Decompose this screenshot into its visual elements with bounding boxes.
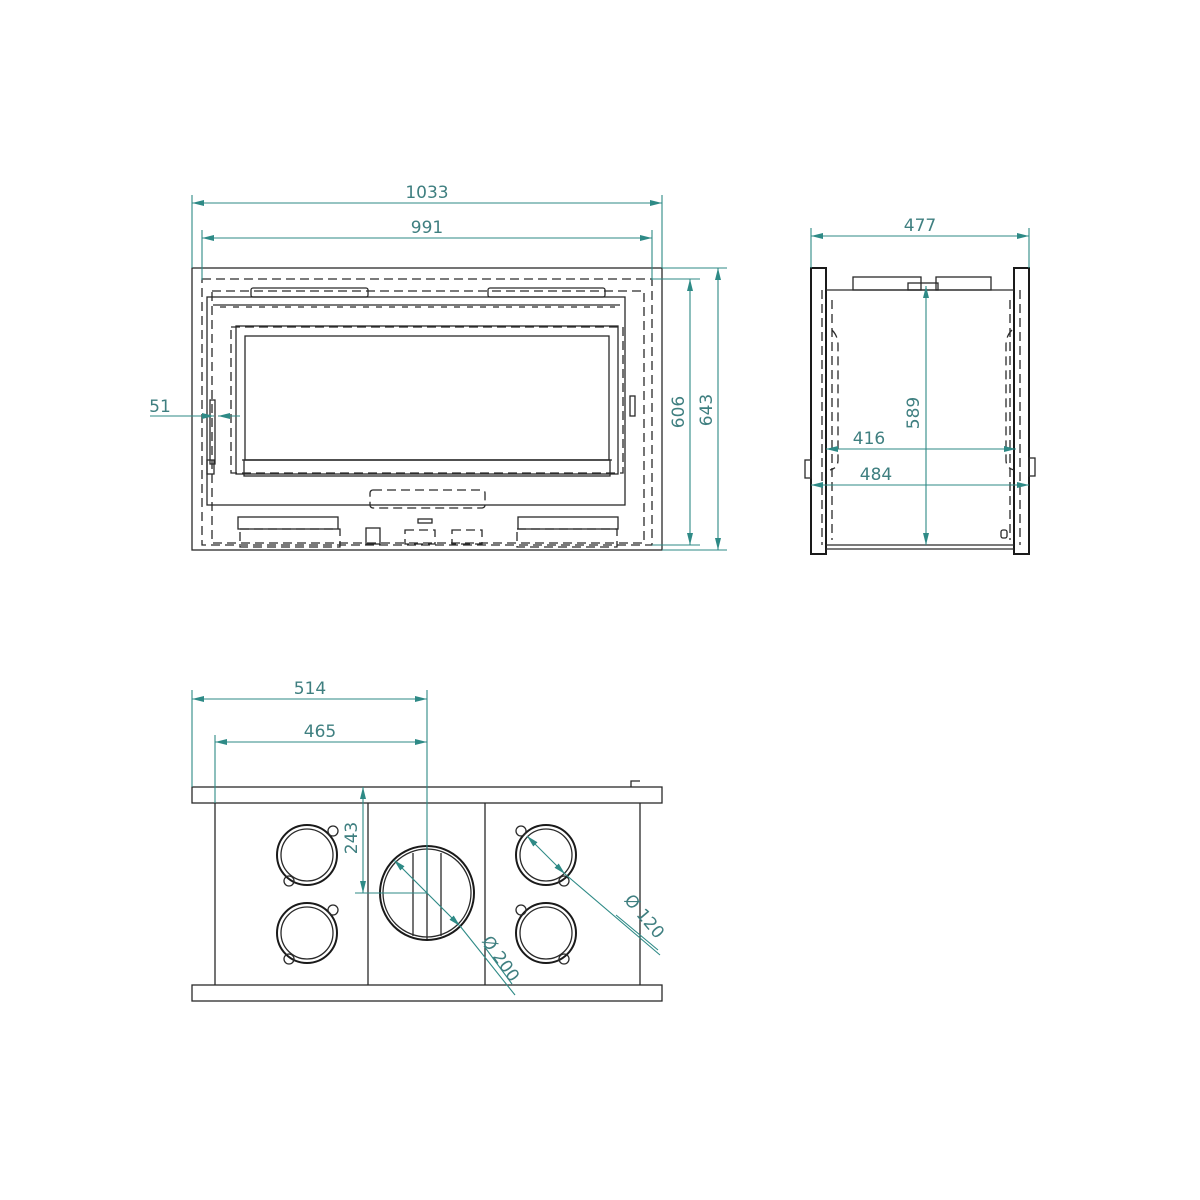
front-view (191, 267, 663, 551)
side-top-connector-right (935, 276, 992, 291)
aux-duct-bottom-right (515, 902, 577, 965)
top-slot-left (250, 287, 369, 298)
side-hidden-curve-left (829, 329, 839, 471)
duct-ear (515, 904, 527, 916)
side-left-flange (810, 267, 827, 555)
bottom-vent-left (237, 516, 339, 530)
dim-label-side-offset: 51 (149, 397, 171, 417)
duct-ear (515, 825, 527, 837)
duct-inner (519, 828, 573, 882)
dim-label-top-depth: 477 (904, 216, 936, 236)
dim-label-outlet-x-body: 465 (304, 722, 336, 742)
top-rear-flange (191, 984, 663, 1002)
bottom-hidden-2 (451, 529, 483, 545)
front-hidden-inner (211, 290, 645, 544)
duct-ring (276, 824, 338, 886)
dim-label-outlet-y: 243 (342, 822, 362, 854)
top-dimensions: 514 465 243 Ø 200 Ø 120 (191, 679, 668, 996)
dim-label-overall-depth: 484 (860, 465, 892, 485)
duct-ear (327, 904, 339, 916)
bottom-hidden-1 (404, 529, 436, 545)
dim-line-d200 (393, 859, 461, 927)
duct-ear (283, 875, 295, 887)
aux-duct-top-left (276, 824, 339, 887)
bottom-bracket (365, 527, 381, 545)
dim-label-inner-depth: 416 (853, 429, 885, 449)
side-dimensions: 477 589 416 484 (810, 216, 1030, 545)
side-right-tab (1028, 457, 1036, 477)
door-bottom (243, 459, 611, 477)
side-top-center (907, 282, 939, 291)
vent-left-hidden (239, 528, 341, 548)
dim-label-side-height: 589 (904, 397, 924, 429)
dim-label-inner-height: 606 (669, 396, 689, 428)
dim-line-d120 (526, 835, 566, 875)
leader-d200 (459, 925, 516, 996)
front-dimensions: 1033 991 51 606 643 (149, 183, 727, 551)
duct-inner (519, 906, 573, 960)
vent-right-hidden (516, 528, 618, 548)
glass-panel (244, 335, 610, 461)
front-outer-frame (191, 267, 663, 551)
duct-ring (515, 824, 577, 886)
side-view (804, 267, 1036, 555)
duct-ear (558, 875, 570, 887)
door-handle (209, 399, 216, 465)
duct-ear (327, 825, 339, 837)
top-slot-right (487, 287, 606, 298)
duct-inner (280, 906, 334, 960)
side-right-flange (1013, 267, 1030, 555)
duct-inner (280, 828, 334, 882)
door-hidden (230, 326, 624, 474)
duct-ear (283, 953, 295, 965)
duct-ear (558, 953, 570, 965)
top-hook (630, 780, 640, 787)
bottom-vent-right (517, 516, 619, 530)
ash-drawer (369, 489, 486, 509)
duct-ring (515, 902, 577, 964)
leader-d120 (564, 873, 661, 956)
door-frame (235, 325, 619, 475)
side-hidden-curve-right (1005, 329, 1015, 471)
dim-label-overall-width: 1033 (405, 183, 448, 203)
dim-label-inner-width: 991 (411, 218, 443, 238)
aux-duct-bottom-left (276, 902, 339, 965)
leader-d200-underline (483, 945, 513, 985)
front-body (206, 296, 626, 506)
side-small-part (1000, 529, 1008, 539)
duct-ring (276, 902, 338, 964)
bottom-tab (417, 518, 433, 524)
dim-label-outlet-x-overall: 514 (294, 679, 326, 699)
front-hidden-outline (201, 278, 653, 546)
hinge (629, 395, 636, 417)
dim-label-aux-duct-diameter: Ø 120 (620, 891, 668, 943)
dim-label-overall-height: 643 (697, 394, 717, 426)
side-left-tab (804, 459, 812, 479)
handle-base (206, 459, 215, 475)
leader-d120-underline (615, 914, 659, 951)
aux-duct-top-right (515, 824, 577, 887)
